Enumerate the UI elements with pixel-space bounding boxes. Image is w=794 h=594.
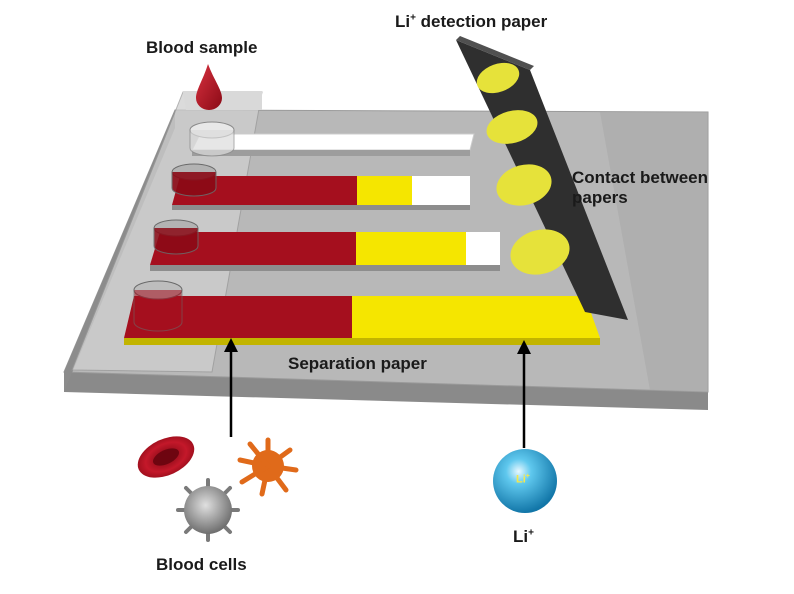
lithium-ion-sphere-icon (493, 449, 557, 513)
detection-spot (486, 110, 538, 144)
li-detection-paper (456, 36, 628, 320)
sphere-label: Li+ (516, 473, 530, 486)
blood-cells-label: Blood cells (156, 555, 247, 574)
detection-spot (510, 229, 570, 275)
lithium-arrow (517, 340, 531, 448)
li-detection-paper-label: Li+ detection paper (395, 12, 548, 31)
blood-sample-label: Blood sample (146, 38, 258, 57)
sample-wells (133, 121, 235, 332)
platelet-icon (176, 478, 240, 542)
contact-between-papers-label: Contact between papers (572, 168, 709, 207)
lithium-ion-label: Li+ (513, 527, 534, 546)
separation-paper-strip (124, 296, 600, 345)
blood-cells-arrow (224, 338, 238, 437)
red-blood-cell-icon (137, 436, 195, 478)
separation-paper-label: Separation paper (288, 354, 427, 373)
channel-2 (172, 176, 470, 210)
blood-drop-icon (196, 64, 222, 110)
detection-spot (496, 164, 552, 206)
detection-spot (476, 62, 520, 94)
white-blood-cell-icon (237, 437, 299, 497)
channel-3 (150, 232, 500, 271)
